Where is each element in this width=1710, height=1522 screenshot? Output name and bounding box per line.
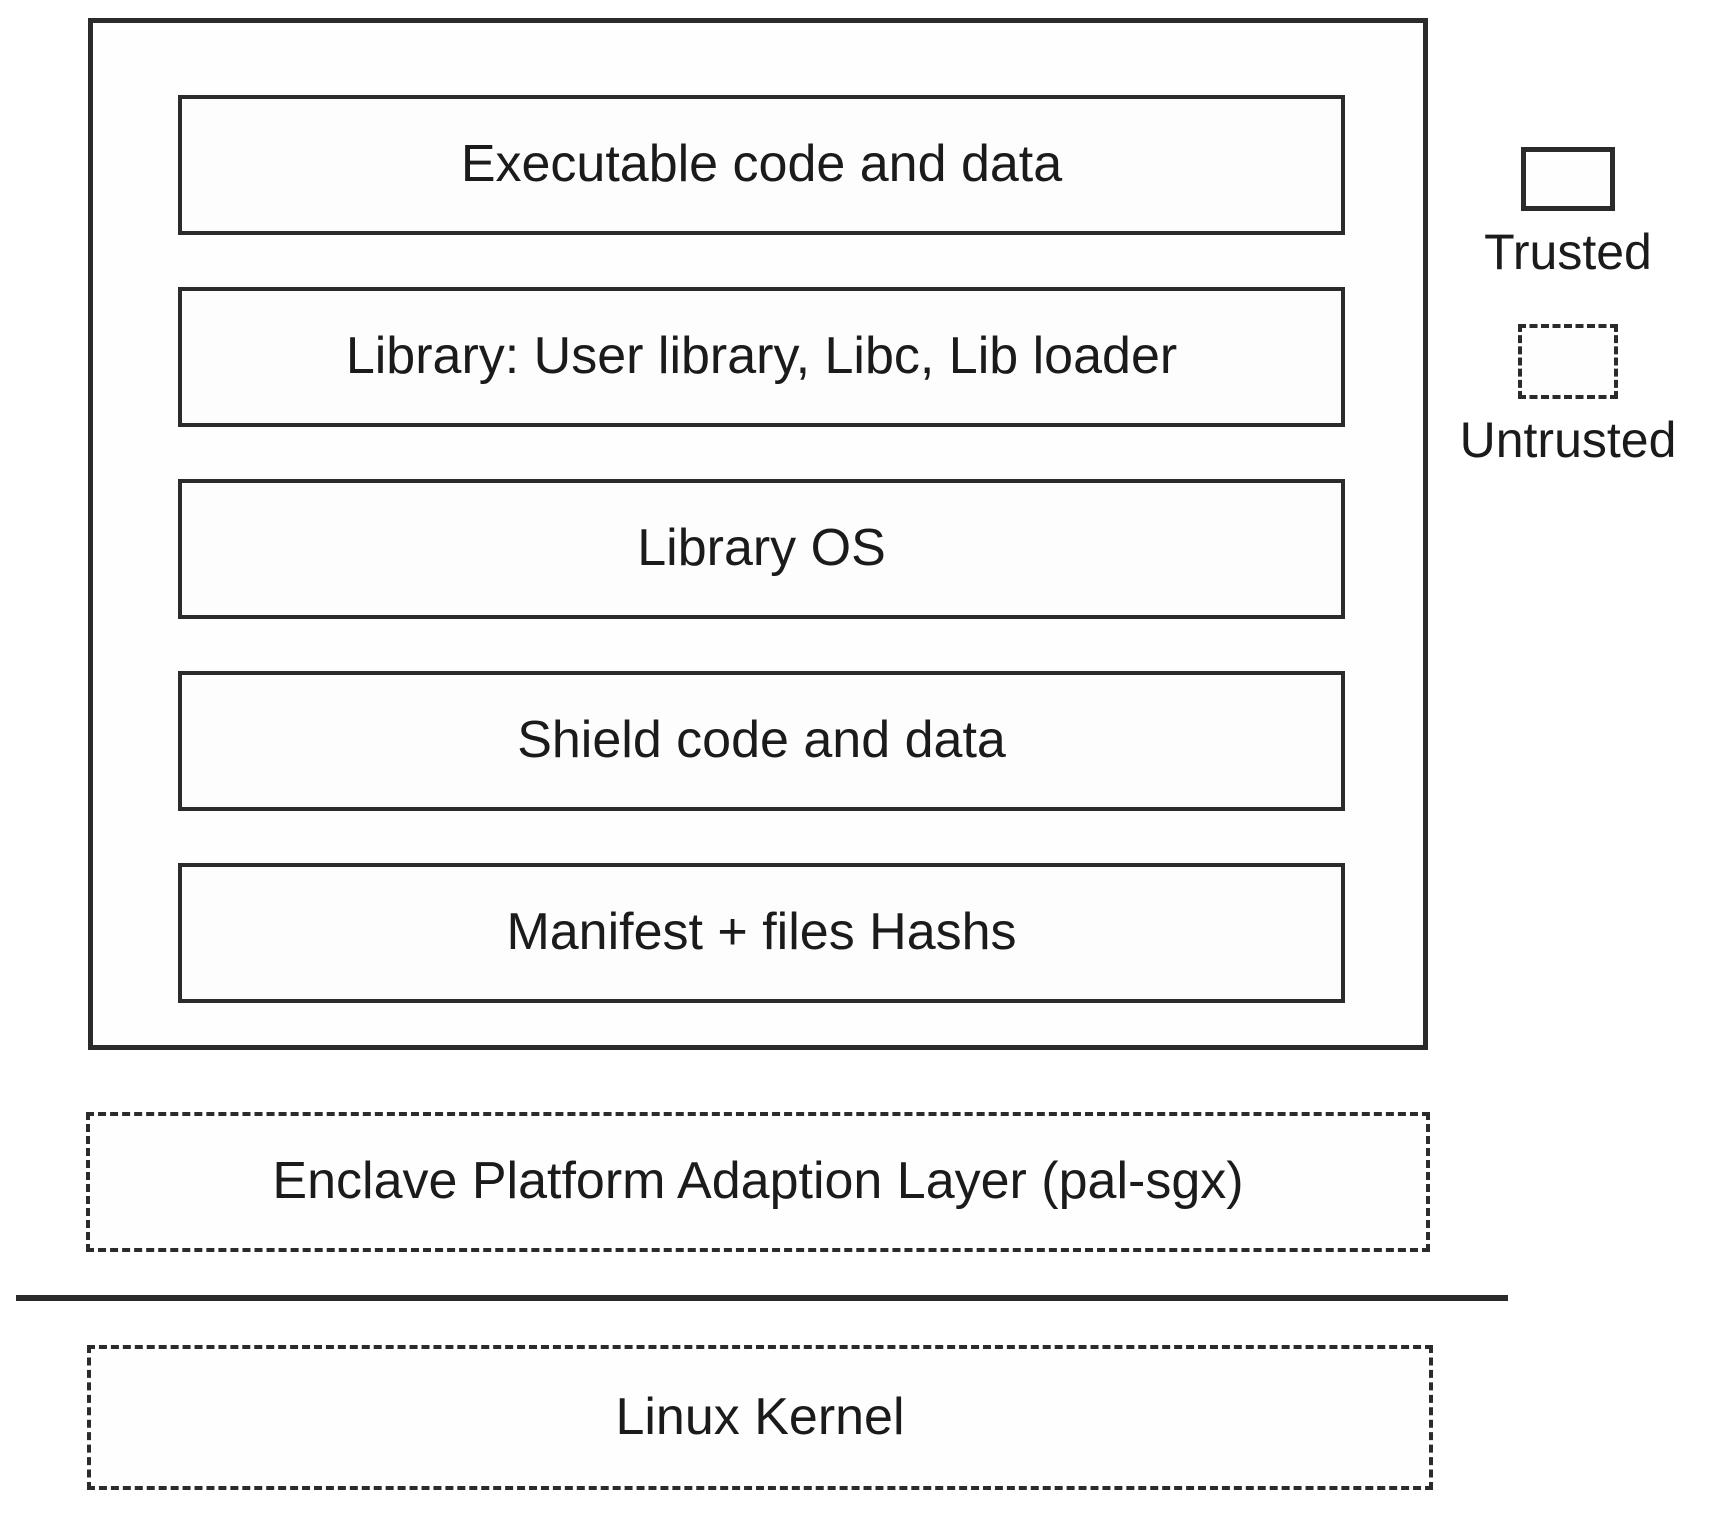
- trusted-solid-swatch-icon: [1521, 147, 1615, 211]
- layer-libraries-label: Library: User library, Libc, Lib loader: [345, 327, 1178, 386]
- untrusted-legend-label: Untrusted: [1459, 412, 1677, 468]
- layer-shield-code: Shield code and data: [178, 671, 1345, 811]
- pal-sgx-label: Enclave Platform Adaption Layer (pal-sgx…: [272, 1152, 1244, 1211]
- linux-kernel-box: Linux Kernel: [87, 1345, 1433, 1490]
- trusted-enclave-box: Executable code and data Library: User l…: [88, 18, 1428, 1050]
- trusted-legend-label: Trusted: [1484, 224, 1652, 280]
- kernel-boundary-line: [16, 1295, 1508, 1301]
- untrusted-dashed-swatch-icon: [1518, 324, 1618, 399]
- layer-library-os: Library OS: [178, 479, 1345, 619]
- pal-sgx-box: Enclave Platform Adaption Layer (pal-sgx…: [86, 1112, 1430, 1252]
- layer-executable-code: Executable code and data: [178, 95, 1345, 235]
- layer-executable-code-label: Executable code and data: [460, 135, 1063, 194]
- linux-kernel-label: Linux Kernel: [615, 1387, 905, 1446]
- layer-manifest-hashes: Manifest + files Hashs: [178, 863, 1345, 1003]
- legend-item-untrusted: Untrusted: [1436, 324, 1700, 468]
- legend-item-trusted: Trusted: [1436, 147, 1700, 280]
- layer-library-os-label: Library OS: [637, 519, 886, 578]
- layer-manifest-hashes-label: Manifest + files Hashs: [506, 903, 1017, 962]
- layer-libraries: Library: User library, Libc, Lib loader: [178, 287, 1345, 427]
- layer-shield-code-label: Shield code and data: [517, 711, 1006, 770]
- legend: Trusted Untrusted: [1436, 147, 1700, 468]
